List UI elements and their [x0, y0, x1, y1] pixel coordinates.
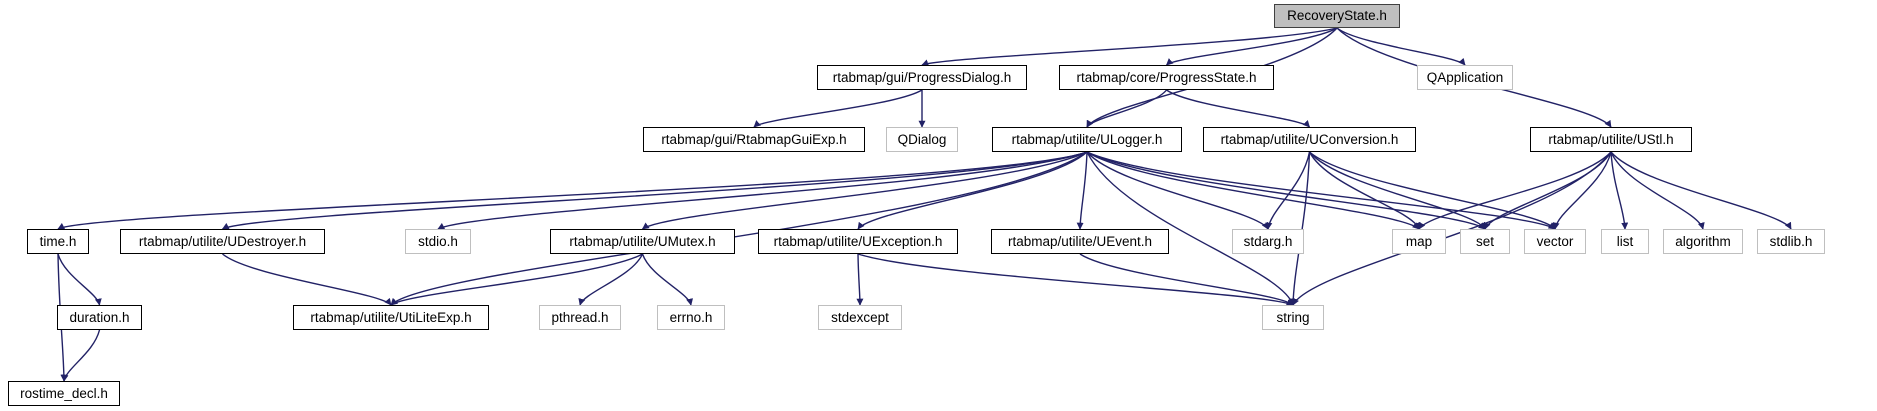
graph-node-durationh[interactable]: duration.h — [57, 305, 142, 330]
graph-node-label: rtabmap/utilite/UtiLiteExp.h — [310, 309, 472, 325]
graph-node-label: rtabmap/utilite/UStl.h — [1548, 131, 1674, 147]
graph-node-label: rtabmap/utilite/UMutex.h — [569, 233, 716, 249]
graph-edge-ulogger-to-vector — [1086, 151, 1556, 230]
graph-node-umutex[interactable]: rtabmap/utilite/UMutex.h — [550, 229, 735, 254]
graph-node-ustl[interactable]: rtabmap/utilite/UStl.h — [1530, 127, 1692, 152]
graph-edge-ulogger-to-string — [1086, 151, 1295, 306]
graph-node-stdexcept[interactable]: stdexcept — [818, 305, 902, 330]
graph-node-label: map — [1405, 233, 1433, 249]
graph-edge-ustl-to-stdlibh — [1610, 151, 1792, 230]
graph-edge-recoverystate-to-qapplication — [1336, 27, 1466, 66]
graph-edge-ulogger-to-set — [1086, 151, 1486, 230]
graph-node-label: QApplication — [1426, 69, 1504, 85]
graph-edge-progressstate-to-ulogger — [1086, 89, 1168, 128]
graph-node-stdioh[interactable]: stdio.h — [405, 229, 471, 254]
graph-edge-uexception-to-string — [857, 253, 1294, 306]
graph-node-label: rtabmap/utilite/UException.h — [773, 233, 943, 249]
graph-node-label: rtabmap/gui/ProgressDialog.h — [832, 69, 1012, 85]
graph-node-timeh[interactable]: time.h — [27, 229, 89, 254]
graph-node-rtabmapguiexp[interactable]: rtabmap/gui/RtabmapGuiExp.h — [643, 127, 865, 152]
graph-node-map[interactable]: map — [1392, 229, 1446, 254]
graph-node-stdargh[interactable]: stdarg.h — [1232, 229, 1304, 254]
graph-node-label: rtabmap/gui/RtabmapGuiExp.h — [661, 131, 847, 147]
graph-edge-uconversion-to-vector — [1309, 151, 1556, 230]
graph-node-stdlibh[interactable]: stdlib.h — [1757, 229, 1825, 254]
graph-node-qapplication[interactable]: QApplication — [1417, 65, 1513, 90]
graph-node-vector[interactable]: vector — [1524, 229, 1586, 254]
graph-edge-ulogger-to-map — [1086, 151, 1420, 230]
graph-edge-uevent-to-string — [1079, 253, 1294, 306]
graph-edge-recoverystate-to-progressstate — [1165, 27, 1338, 66]
graph-edge-progressstate-to-uconversion — [1166, 89, 1311, 128]
graph-node-label: list — [1616, 233, 1634, 249]
graph-node-uconversion[interactable]: rtabmap/utilite/UConversion.h — [1203, 127, 1416, 152]
graph-node-list[interactable]: list — [1601, 229, 1649, 254]
graph-edge-udestroyer-to-utilitelexp — [222, 253, 392, 306]
graph-edge-ulogger-to-umutex — [641, 151, 1088, 230]
graph-node-label: string — [1276, 309, 1310, 325]
graph-edge-ustl-to-list — [1610, 151, 1629, 230]
graph-node-label: stdarg.h — [1243, 233, 1293, 249]
graph-node-label: set — [1475, 233, 1494, 249]
graph-node-rostimedecl[interactable]: rostime_decl.h — [8, 381, 120, 406]
graph-node-label: time.h — [39, 233, 77, 249]
graph-node-uevent[interactable]: rtabmap/utilite/UEvent.h — [991, 229, 1169, 254]
graph-node-label: QDialog — [897, 131, 947, 147]
graph-node-label: pthread.h — [551, 309, 609, 325]
graph-node-label: rtabmap/core/ProgressState.h — [1076, 69, 1257, 85]
graph-node-label: rtabmap/utilite/UDestroyer.h — [138, 233, 307, 249]
graph-node-label: vector — [1536, 233, 1574, 249]
graph-node-label: errno.h — [669, 309, 713, 325]
graph-edge-ulogger-to-stdargh — [1086, 151, 1269, 230]
graph-node-progressdialog[interactable]: rtabmap/gui/ProgressDialog.h — [817, 65, 1027, 90]
graph-node-algorithm[interactable]: algorithm — [1663, 229, 1743, 254]
graph-edge-uconversion-to-stdargh — [1265, 151, 1311, 230]
graph-node-label: rostime_decl.h — [20, 385, 108, 401]
graph-edge-umutex-to-errnoh — [641, 253, 693, 306]
graph-node-recoverystate[interactable]: RecoveryState.h — [1274, 4, 1400, 28]
graph-edge-uexception-to-stdexcept — [856, 253, 864, 306]
graph-node-udestroyer[interactable]: rtabmap/utilite/UDestroyer.h — [120, 229, 325, 254]
graph-node-label: stdlib.h — [1769, 233, 1813, 249]
graph-edge-ustl-to-vector — [1552, 151, 1612, 230]
graph-node-set[interactable]: set — [1460, 229, 1510, 254]
graph-node-string[interactable]: string — [1262, 305, 1324, 330]
graph-edge-ulogger-to-utilitelexp — [390, 151, 1088, 306]
graph-edge-ustl-to-algorithm — [1610, 151, 1705, 230]
graph-node-uexception[interactable]: rtabmap/utilite/UException.h — [758, 229, 958, 254]
graph-edge-timeh-to-durationh — [57, 253, 102, 306]
graph-edge-umutex-to-pthreadh — [578, 253, 644, 306]
graph-node-label: stdexcept — [831, 309, 889, 325]
graph-edge-uconversion-to-set — [1308, 151, 1486, 230]
graph-edge-umutex-to-utilitelexp — [390, 253, 643, 306]
graph-edge-ulogger-to-stdioh — [437, 151, 1088, 230]
graph-edge-durationh-to-rostimedecl — [61, 329, 101, 382]
graph-node-utilitelexp[interactable]: rtabmap/utilite/UtiLiteExp.h — [293, 305, 489, 330]
graph-node-pthreadh[interactable]: pthread.h — [539, 305, 621, 330]
graph-node-label: rtabmap/utilite/UEvent.h — [1007, 233, 1153, 249]
graph-edge-progressdialog-to-rtabmapguiexp — [753, 89, 923, 128]
graph-node-progressstate[interactable]: rtabmap/core/ProgressState.h — [1059, 65, 1274, 90]
graph-edge-uconversion-to-map — [1308, 151, 1421, 230]
graph-edge-recoverystate-to-progressdialog — [921, 27, 1338, 67]
graph-node-label: rtabmap/utilite/ULogger.h — [1011, 131, 1163, 147]
graph-edge-ulogger-to-udestroyer — [221, 151, 1088, 230]
graph-node-label: duration.h — [69, 309, 130, 325]
graph-edge-ulogger-to-uexception — [857, 151, 1088, 230]
graph-edge-ulogger-to-uevent — [1076, 151, 1088, 230]
graph-node-label: RecoveryState.h — [1287, 8, 1387, 24]
graph-edge-ustl-to-map — [1418, 151, 1612, 230]
graph-node-errnoh[interactable]: errno.h — [657, 305, 725, 330]
graph-node-label: stdio.h — [418, 233, 458, 249]
graph-node-qdialog[interactable]: QDialog — [886, 127, 958, 152]
graph-node-label: algorithm — [1675, 233, 1731, 249]
graph-node-ulogger[interactable]: rtabmap/utilite/ULogger.h — [992, 127, 1182, 152]
graph-node-label: rtabmap/utilite/UConversion.h — [1220, 131, 1399, 147]
graph-edge-ulogger-to-timeh — [57, 151, 1088, 230]
